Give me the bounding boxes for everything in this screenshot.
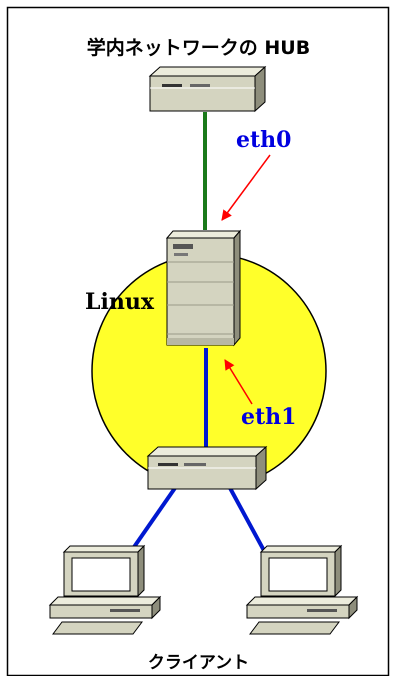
eth0-label: eth0	[236, 127, 292, 153]
switch-to-client-right-cable	[228, 487, 270, 559]
eth0-pointer-arrow	[221, 154, 271, 221]
eth1-label: eth1	[241, 404, 297, 430]
linux-label: Linux	[85, 289, 154, 315]
server-tower-icon	[165, 229, 242, 347]
desktop-computer-icon	[245, 544, 359, 635]
eth1-pointer-arrow	[224, 359, 253, 405]
desktop-computer-icon	[48, 544, 162, 635]
diagram-title: 学内ネットワークの HUB	[86, 37, 311, 59]
clients-caption: クライアント	[147, 653, 250, 673]
hub-icon	[148, 65, 267, 113]
switch-icon	[146, 445, 268, 491]
